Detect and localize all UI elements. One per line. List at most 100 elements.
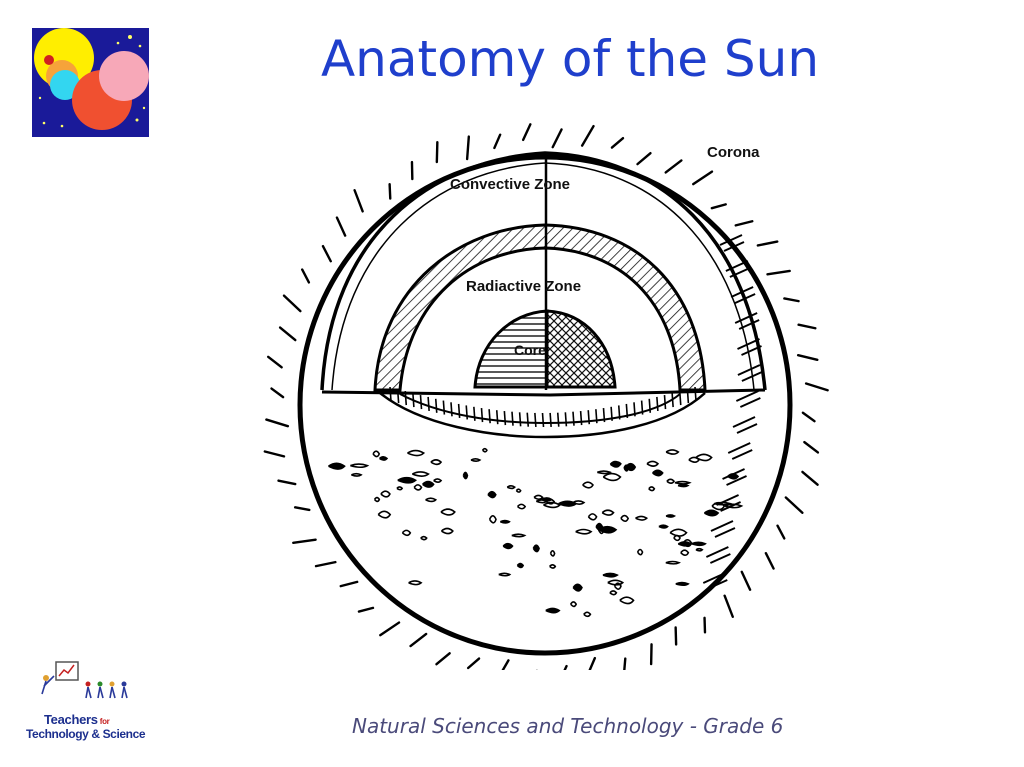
granule [511, 533, 527, 538]
corona-ray [764, 552, 775, 570]
corona-ray [292, 538, 317, 545]
granule [535, 499, 549, 504]
granule [328, 462, 346, 470]
surface-streak [734, 312, 760, 330]
granule [658, 524, 669, 529]
rim-tick [549, 412, 552, 427]
rim-tick [595, 409, 598, 424]
granule [572, 500, 586, 505]
granule [373, 496, 381, 503]
corona-ray [339, 580, 359, 588]
rim-tick [503, 410, 507, 426]
granule [607, 579, 625, 586]
granule [506, 485, 516, 490]
granule [652, 469, 664, 477]
surface-streak [722, 468, 747, 486]
corona-ray [580, 124, 595, 147]
granule [648, 486, 656, 492]
equator-rim [379, 392, 706, 439]
surface-streak [732, 416, 758, 434]
granule [440, 527, 454, 535]
rim-tick [633, 402, 636, 417]
rim-tick [579, 410, 583, 426]
rim-tick [389, 386, 392, 402]
granule [665, 449, 680, 455]
corona-ray [784, 496, 804, 514]
corona-ray [636, 151, 652, 166]
granule [680, 549, 690, 557]
granule [502, 542, 514, 550]
granule [635, 515, 648, 521]
corona-ray [465, 135, 471, 161]
granule [575, 528, 593, 535]
granule [703, 509, 720, 517]
rim-tick [457, 403, 461, 418]
granule [377, 510, 392, 519]
corona-ray [623, 657, 627, 670]
granule [516, 503, 527, 510]
rim-tick [442, 400, 446, 415]
granule [597, 525, 618, 534]
corona-ray [783, 297, 800, 303]
granule [533, 494, 544, 501]
corona-ray [321, 244, 332, 263]
rim-tick [488, 409, 491, 424]
rim-tick [526, 412, 530, 427]
corona-ray [692, 170, 714, 186]
granule [613, 461, 622, 467]
granule [646, 460, 660, 467]
rim-tick [648, 398, 652, 413]
corona-ray [266, 355, 283, 369]
granule [411, 471, 430, 477]
surface-streak [737, 338, 762, 356]
rim-tick [480, 407, 484, 423]
corona-ray [734, 220, 754, 227]
corona-ray [723, 594, 734, 618]
granule [666, 478, 676, 485]
granule [433, 478, 443, 483]
granule [620, 514, 630, 523]
granule [532, 544, 540, 553]
granule [602, 572, 619, 578]
granule [462, 471, 469, 480]
corona-ray [740, 570, 752, 591]
rim-tick [450, 402, 453, 417]
surface-granules [328, 447, 744, 618]
granule [440, 508, 456, 516]
teachers-logo-graphic [41, 661, 128, 699]
surface-streak [725, 260, 751, 278]
corona-ray [804, 382, 829, 392]
rim-tick [518, 412, 522, 427]
granule [425, 497, 438, 503]
granule [549, 550, 556, 557]
slide-title: Anatomy of the Sun [320, 30, 820, 88]
rim-tick [656, 396, 659, 412]
granule [549, 564, 557, 569]
rim-tick [610, 406, 613, 421]
corona-ray [563, 664, 568, 670]
granule [420, 535, 428, 541]
granule [350, 463, 370, 469]
rim-tick [587, 410, 591, 425]
corona-ray [270, 387, 285, 399]
rim-tick [663, 394, 667, 410]
granule [487, 490, 497, 499]
rim-tick [465, 405, 469, 420]
corona-ray [588, 656, 597, 670]
surface-streak [702, 572, 728, 590]
rim-tick [495, 410, 499, 425]
corona-ray [801, 411, 816, 423]
surface-streak [727, 442, 753, 460]
label-radiative-zone: Radiactive Zone [466, 278, 581, 295]
slide-footer: Natural Sciences and Technology - Grade … [352, 714, 784, 738]
corona-ray [493, 133, 502, 150]
granule [396, 486, 404, 491]
corona-ray [521, 123, 532, 142]
surface-streaks [702, 234, 763, 590]
surface-streak [719, 234, 745, 252]
granule [636, 548, 644, 556]
granule [430, 459, 443, 466]
corona-ray [293, 506, 311, 512]
corona-ray [379, 621, 401, 637]
granule [677, 541, 693, 547]
